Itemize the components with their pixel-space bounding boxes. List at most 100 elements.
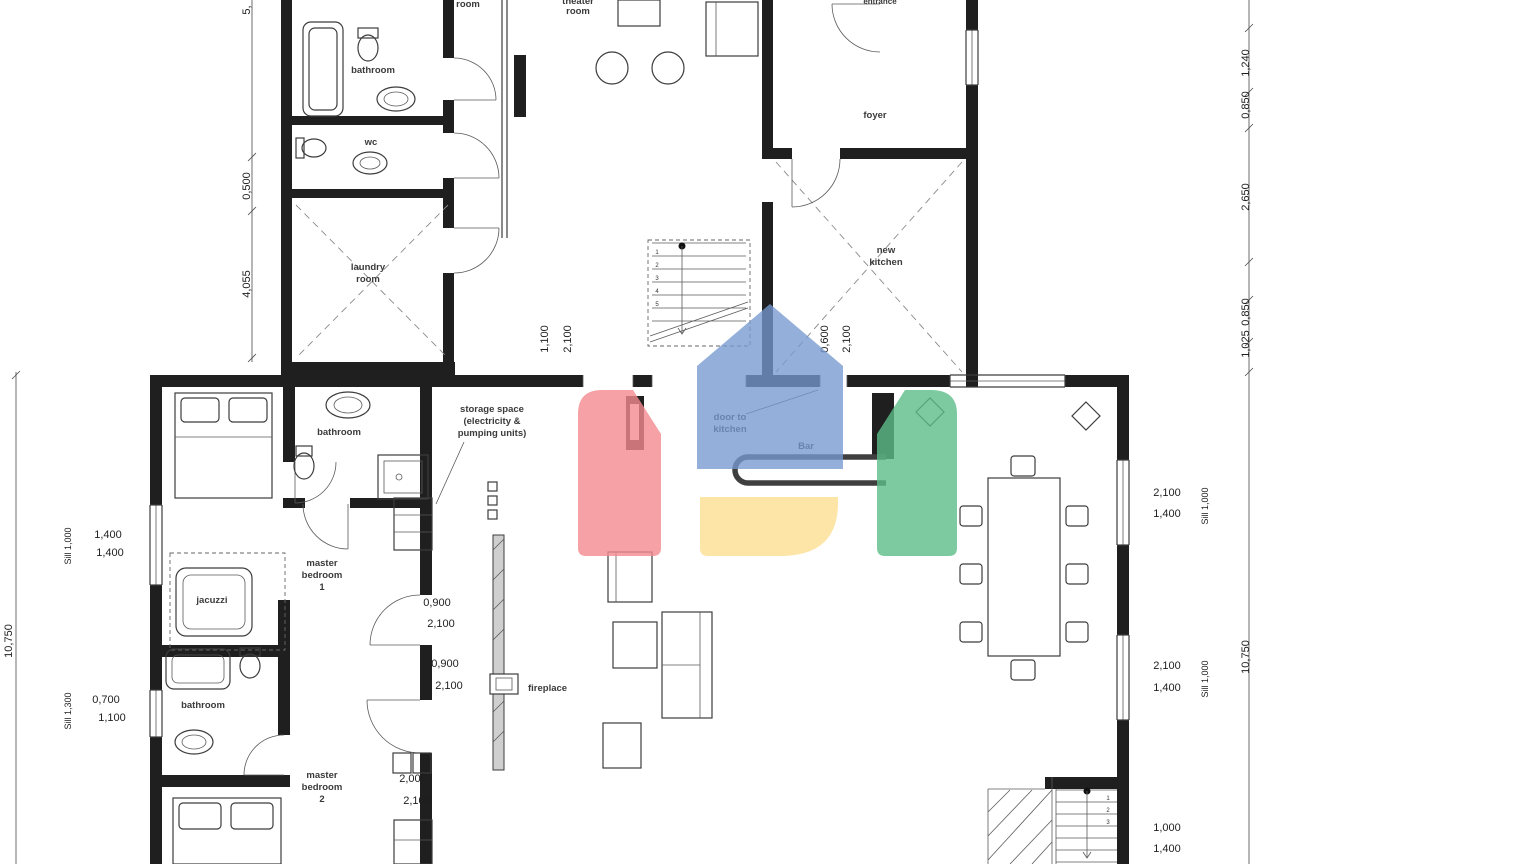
stair-step-number: 5 [655, 302, 659, 308]
dim-left-win1-b: 1,400 [96, 547, 124, 559]
bed-master-2 [172, 797, 282, 864]
room-label-wc: wc [364, 137, 378, 148]
fireplace-box [489, 673, 519, 695]
stair-step-number: 1 [1106, 796, 1110, 802]
storage-closet [393, 497, 433, 551]
toilet-ensuite-tank [295, 445, 313, 457]
armchair [607, 551, 653, 603]
dim-door1-a: 0,900 [423, 597, 451, 609]
room-label-storage-2: (electricity & [463, 416, 520, 427]
room-label-kitchen-1: new [877, 245, 896, 256]
dim-right-sill-1: Sill 1,000 [1200, 487, 1210, 524]
door-arcs [243, 3, 881, 776]
toilet-wc-tank [295, 137, 305, 159]
watermark-logo [578, 304, 957, 556]
dim-far-right-5: 1,025 [1240, 330, 1252, 358]
sink-ensuite [325, 391, 371, 419]
side-table [602, 722, 642, 769]
room-label-bathroom-top: bathroom [351, 65, 395, 76]
window-left-1 [149, 504, 163, 586]
dim-mid-open1-b: 2,100 [562, 325, 574, 353]
room-label-master2-2: bedroom [302, 782, 343, 793]
sink-top [376, 86, 416, 112]
room-label-bathroom-mid: bathroom [317, 427, 361, 438]
toilet-top [357, 34, 379, 62]
stair-step-number: 2 [655, 263, 659, 269]
dim-far-right-1: 1,240 [1240, 49, 1252, 77]
window-top-section-right [965, 29, 979, 86]
sofa [661, 611, 713, 719]
dim-right-win1-b: 1,400 [1153, 508, 1181, 520]
column-1 [487, 481, 498, 492]
dim-left-win1-a: 1,400 [94, 529, 122, 541]
dim-right-win2-a: 2,100 [1153, 660, 1181, 672]
room-label-kitchen-2: kitchen [869, 257, 902, 268]
bathtub-top [302, 21, 344, 117]
dim-mid-open1-a: 1,100 [539, 325, 551, 353]
windows [149, 29, 1130, 738]
column-2 [487, 495, 498, 506]
dim-far-right-4: 0,850 [1240, 298, 1252, 326]
room-label-master1-3: 1 [319, 582, 325, 593]
stairs-bottom: 1 2 3 [987, 777, 1117, 864]
room-label-foyer: foyer [863, 110, 887, 121]
room-label-master2-3: 2 [319, 794, 324, 805]
stair-step-number: 2 [1106, 808, 1110, 814]
fireplace-wall [489, 534, 519, 771]
stair-step-number: 3 [1106, 820, 1110, 826]
room-label-master2-1: master [306, 770, 337, 781]
room-label-master1-2: bedroom [302, 570, 343, 581]
watermark-bottom-block [700, 497, 838, 556]
dim-mid-open2-b: 2,100 [841, 325, 853, 353]
dim-door2-b: 2,100 [435, 680, 463, 692]
stair-step-number: 1 [655, 250, 659, 256]
watermark-roof [697, 304, 843, 469]
dim-right-win3-b: 1,400 [1153, 843, 1181, 855]
theater-stool-1 [595, 51, 629, 85]
room-label-jacuzzi: jacuzzi [195, 595, 227, 606]
bed-master-1 [174, 392, 273, 499]
shower-ensuite [377, 454, 429, 500]
dim-left-sill-2: Sill 1,300 [63, 692, 73, 729]
dim-left-sill-1: Sill 1,000 [63, 527, 73, 564]
dim-0500: 0,500 [241, 172, 253, 200]
dim-left-win2-a: 0,700 [92, 694, 120, 706]
dim-door3-a: 2,000 [399, 773, 427, 785]
toilet-wc [301, 138, 327, 158]
room-label-storage-1: storage space [460, 404, 524, 415]
dim-mid-open2-a: 0,600 [819, 325, 831, 353]
dining-table [987, 477, 1061, 657]
toilet-top-tank [357, 27, 379, 39]
dim-4055: 4,055 [241, 270, 253, 298]
dimension-texts: 5, 0,500 4,055 10,750 Sill 1,000 1,400 1… [3, 5, 1252, 855]
toilet-low [239, 653, 261, 679]
sink-low [174, 729, 214, 755]
dim-right-win1-a: 2,100 [1153, 487, 1181, 499]
room-label-bathroom-low: bathroom [181, 700, 225, 711]
sink-wc [352, 151, 388, 175]
theater-cabinet [705, 1, 759, 57]
window-top-dining [949, 374, 1066, 388]
jacuzzi-tub [175, 567, 253, 637]
dining-set [959, 455, 1089, 681]
room-label-cut-top: room [456, 0, 480, 10]
jacuzzi-dashed-outline [169, 552, 286, 651]
stair-step-number: 3 [655, 276, 659, 282]
dimension-lines [11, 0, 1254, 864]
stair-step-number: 4 [655, 289, 659, 295]
column-3 [487, 509, 498, 520]
room-label-laundry-1: laundry [351, 262, 386, 273]
toilet-low-tank [239, 647, 261, 657]
dim-right-win2-b: 1,400 [1153, 682, 1181, 694]
theater-table [617, 0, 661, 27]
room-label-theater-1: theater [562, 0, 594, 7]
room-label-storage-3: pumping units) [458, 428, 527, 439]
bathtub-low [165, 648, 231, 690]
fixtures [165, 0, 1101, 864]
watermark-left-block [578, 390, 661, 556]
room-label-entrance-cut: entrance [863, 0, 897, 6]
window-right-1 [1116, 459, 1130, 546]
room-label-fireplace: fireplace [528, 683, 567, 694]
